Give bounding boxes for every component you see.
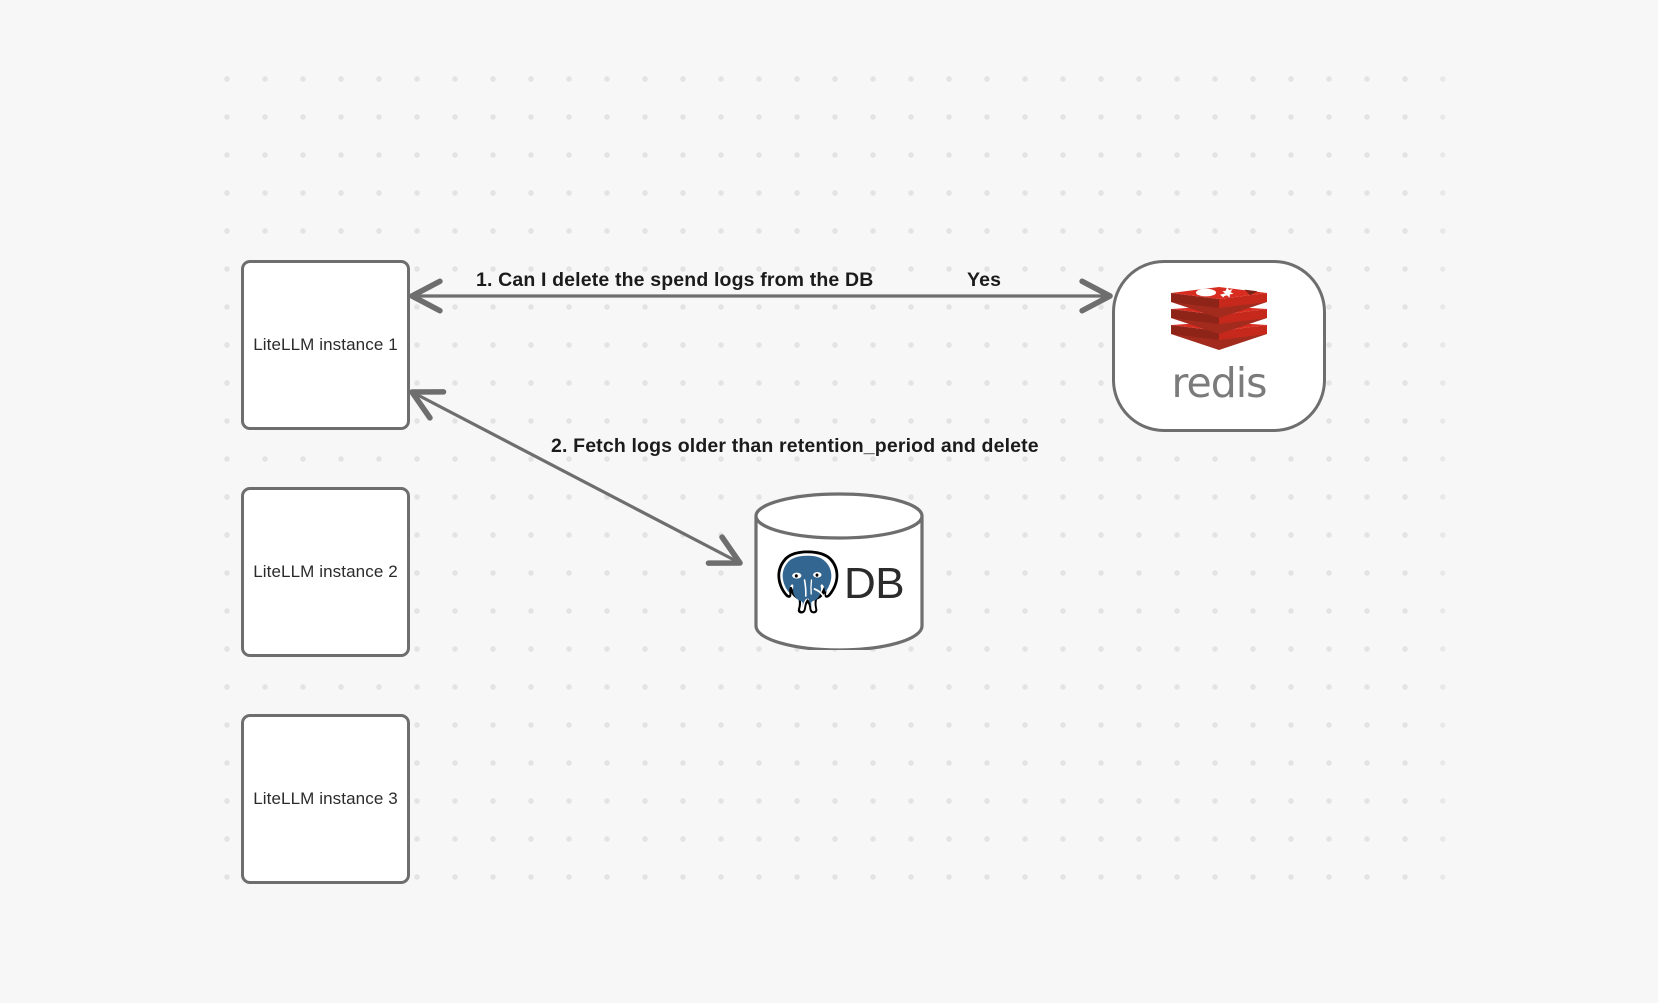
edge-label-yes: Yes: [967, 269, 1002, 291]
node-label: LiteLLM instance 1: [253, 335, 398, 354]
edge-label-step-2: 2. Fetch logs older than retention_perio…: [551, 435, 1039, 457]
edge-label-step-1: 1. Can I delete the spend logs from the …: [476, 269, 874, 291]
node-litellm-instance-1[interactable]: LiteLLM instance 1: [241, 260, 410, 430]
node-redis[interactable]: redis: [1112, 260, 1326, 432]
redis-wordmark: redis: [1171, 359, 1268, 407]
node-label: LiteLLM instance 3: [253, 789, 398, 808]
node-litellm-instance-2[interactable]: LiteLLM instance 2: [241, 487, 410, 657]
redis-logo-icon: [1167, 284, 1271, 361]
postgresql-elephant-icon: [774, 549, 842, 620]
edge-litellm1-db: [409, 389, 743, 566]
db-label: DB: [843, 559, 905, 608]
node-database[interactable]: DB: [753, 492, 925, 650]
cylinder-shape-icon: [754, 492, 924, 650]
node-label: LiteLLM instance 2: [253, 562, 398, 581]
node-litellm-instance-3[interactable]: LiteLLM instance 3: [241, 714, 410, 884]
